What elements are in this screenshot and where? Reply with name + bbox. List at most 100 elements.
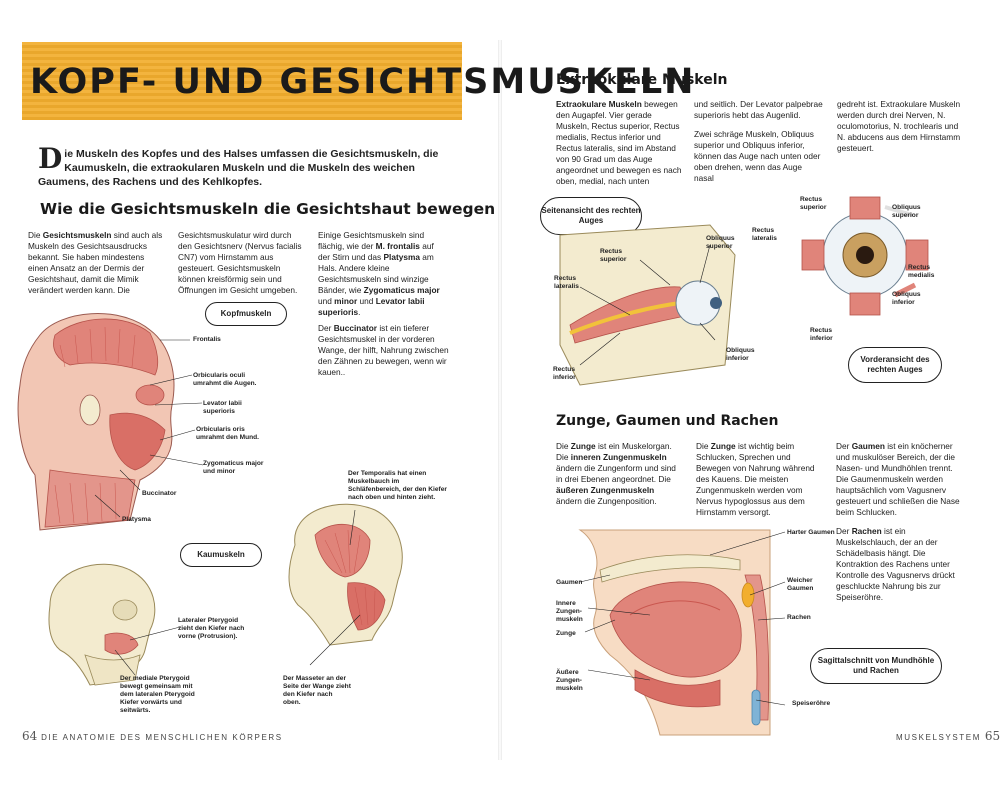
- label-aeussere-zungenmuskeln: Äußere Zungen-muskeln: [556, 669, 583, 692]
- text-run: Die: [556, 441, 571, 451]
- text-run: ändern die Zungenform und sind in drei E…: [556, 463, 676, 484]
- label-temporalis: Der Temporalis hat einen Muskelbauch im …: [348, 470, 447, 501]
- bold-run: Extraokulare Muskeln: [556, 99, 642, 109]
- bold-run: minor: [334, 296, 358, 306]
- bold-run: Zunge: [710, 441, 736, 451]
- bubble-sagittal: Sagittalschnitt von Mundhöhle und Rachen: [810, 648, 942, 684]
- tongue-outer-muscles: [634, 669, 721, 708]
- soft-palate: [741, 582, 755, 608]
- cornea: [710, 297, 722, 309]
- rectus-medialis-front: [905, 239, 929, 271]
- bubble-kaumuskeln: Kaumuskeln: [180, 543, 262, 567]
- eye-orbit: [135, 384, 165, 406]
- footer-right: Muskelsystem 65: [896, 729, 1000, 743]
- zunge-col2-text: Die Zunge ist wichtig beim Schlucken, Sp…: [696, 441, 821, 518]
- text-run: und: [357, 296, 376, 306]
- bold-run: Gaumen: [851, 441, 885, 451]
- page-number-right: 65: [984, 729, 1000, 743]
- text-run: ändern die Zungenposition.: [556, 496, 657, 506]
- text-run: Zwei schräge Muskeln, Obliquus superior …: [694, 129, 821, 183]
- drop-cap: D: [38, 142, 63, 175]
- bold-run: äußeren Zungenmuskeln: [556, 485, 655, 495]
- footer-book-title: Die Anatomie des menschlichen Körpers: [41, 733, 283, 742]
- label-innere-zungenmuskeln: Innere Zungen-muskeln: [556, 600, 583, 623]
- esophagus-cartilage: [751, 689, 761, 726]
- text-run: bewegen den Augapfel. Vier gerade Muskel…: [556, 99, 682, 186]
- bold-run: Zunge: [570, 441, 596, 451]
- col2-text: Gesichtsmuskulatur wird durch den Gesich…: [178, 230, 302, 295]
- label-rectus-superior-front: Rectus superior: [800, 196, 827, 211]
- footer-left: 64 Die Anatomie des menschlichen Körpers: [22, 729, 283, 743]
- label-rectus-inferior-side: Rectus inferior: [553, 366, 576, 381]
- bold-run: Rachen: [851, 526, 882, 536]
- label-rachen: Rachen: [787, 614, 811, 621]
- left-page: Kopf- und Gesichtsmuskeln Die Muskeln de…: [17, 42, 693, 743]
- eye-socket: [112, 599, 138, 621]
- oblique-superior-tendon: [884, 205, 913, 217]
- text-run: ist ein Muskelorgan. Die: [556, 441, 672, 462]
- head-muscle-illustration: [17, 313, 204, 531]
- label-orbicularis-oculi: Orbicularis oculi umrahmt die Augen.: [193, 372, 257, 387]
- text-run: ist wichtig beim Schlucken, Sprechen und…: [696, 441, 815, 517]
- skull-outline: [48, 563, 156, 686]
- text-run: Der: [836, 441, 852, 451]
- extra-col1-text: Extraokulare Muskeln bewegen den Augapfe…: [556, 99, 684, 187]
- section-heading-face: Wie die Gesichtsmuskeln die Gesichtshaut…: [40, 200, 496, 218]
- palate: [599, 554, 741, 583]
- col1-text: Die Gesichtsmuskeln sind auch als Muskel…: [28, 230, 166, 296]
- text-run: ist ein knöcherner und muskulöser Bereic…: [836, 441, 960, 517]
- label-obliquus-superior-side: Obliquus superior: [706, 235, 735, 250]
- footer-chapter: Muskelsystem: [896, 733, 981, 742]
- cheek-muscles: [109, 412, 166, 471]
- ear: [79, 394, 101, 426]
- bold-run: Gesichtsmuskeln: [42, 230, 112, 240]
- text-run: am Hals. Andere kleine Gesichtsmuskeln s…: [318, 252, 434, 295]
- extra-col3-text: gedreht ist. Extraokulare Muskeln werden…: [837, 99, 961, 153]
- title-banner: [22, 42, 462, 120]
- bubble-front-view: Vorderansicht des rechten Auges: [848, 347, 942, 383]
- bold-run: Platysma: [383, 252, 420, 262]
- label-speiseroehre: Speiseröhre: [792, 700, 831, 707]
- eye-side-illustration: [559, 224, 736, 386]
- intro-text: ie Muskeln des Kopfes und des Halses umf…: [38, 148, 439, 188]
- text-run: sind auch als Muskeln des Gesichtsausdru…: [28, 230, 163, 295]
- label-platysma: Platysma: [122, 516, 151, 523]
- text-run: auf der Stirn und das: [318, 241, 434, 262]
- section-heading-extraokular: Extraokulare Muskeln: [556, 72, 728, 88]
- label-buccinator: Buccinator: [142, 490, 177, 497]
- label-rectus-medialis-front: Rectus medialis: [908, 264, 935, 279]
- tongue-inner-muscles: [629, 600, 721, 616]
- extra-col2-text: und seitlich. Der Levator palpebrae supe…: [694, 99, 824, 184]
- label-rectus-inferior-front: Rectus inferior: [810, 327, 833, 342]
- pharynx: [744, 574, 770, 721]
- rectus-inferior-front: [849, 292, 881, 316]
- text-run: Die: [696, 441, 711, 451]
- platysma-muscle: [44, 469, 136, 528]
- right-page: Extraokulare Muskeln Extraokulare Muskel…: [500, 0, 1000, 800]
- pterygoid-muscle: [104, 632, 139, 655]
- text-run: Der: [318, 323, 334, 333]
- text-run: Einige Gesichtsmuskeln sind flächig, wie…: [318, 230, 425, 251]
- zunge-col1-text: Die Zunge ist ein Muskelorgan. Die inner…: [556, 441, 681, 507]
- bubble-kopfmuskeln: Kopfmuskeln: [205, 302, 287, 326]
- label-rectus-lateralis-side: Rectus lateralis: [554, 275, 579, 290]
- label-levator-labii: Levator labii superioris: [203, 400, 242, 415]
- label-zygomaticus: Zygomaticus major und minor: [203, 460, 264, 475]
- label-obliquus-superior-front: Obliquus superior: [892, 204, 921, 219]
- eye-front-illustration: [801, 196, 929, 316]
- label-obliquus-inferior-side: Obliquus inferior: [726, 347, 755, 362]
- pupil: [856, 246, 874, 264]
- zunge-col3-text: Der Gaumen ist ein knöcherner und muskul…: [836, 441, 964, 603]
- book-gutter: [498, 40, 502, 760]
- bold-run: Zygomaticus major: [363, 285, 440, 295]
- text-run: und: [318, 296, 335, 306]
- text-run: und seitlich. Der Levator palpebrae supe…: [694, 99, 823, 120]
- temporalis-muscle: [314, 523, 371, 578]
- bold-run: Levator labii superioris: [318, 296, 425, 317]
- skull-pterygoid-illustration: [48, 563, 181, 686]
- page-title: Kopf- und Gesichtsmuskeln: [30, 62, 696, 102]
- label-medialer-pterygoid: Der mediale Pterygoid bewegt gemeinsam m…: [120, 675, 195, 714]
- bold-run: Buccinator: [333, 323, 378, 333]
- label-rectus-lateralis-front: Rectus lateralis: [752, 227, 777, 242]
- bold-run: inneren Zungenmuskeln: [570, 452, 667, 462]
